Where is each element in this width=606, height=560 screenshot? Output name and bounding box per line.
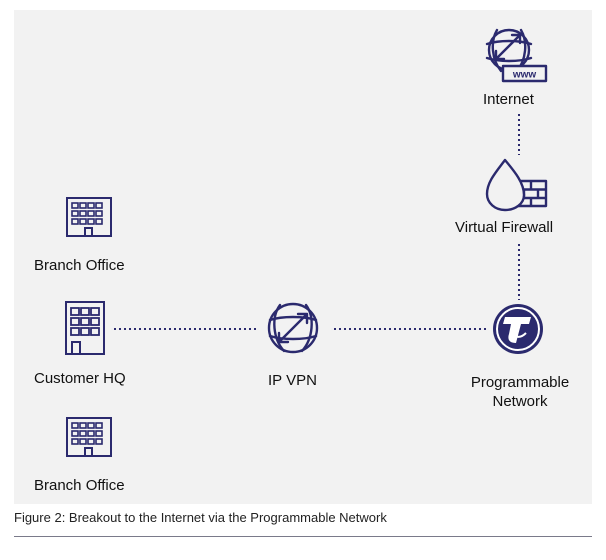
telstra-logo-icon (493, 304, 543, 354)
programmable-network-label-line2: Network (492, 393, 548, 410)
caption-rule (14, 536, 592, 537)
firewall-icon (485, 158, 548, 212)
customer-hq-label: Customer HQ (34, 370, 126, 387)
building-icon (66, 197, 112, 237)
connectors (114, 114, 520, 330)
programmable-network-label-line1: Programmable (470, 374, 570, 391)
programmable-network-label: Programmable Network (459, 374, 581, 410)
internet-label: Internet (483, 91, 534, 108)
svg-text:www: www (512, 70, 537, 81)
globe-icon (267, 302, 319, 354)
building-icon (65, 301, 105, 355)
branch-office-bottom-label: Branch Office (34, 477, 125, 494)
virtual-firewall-label: Virtual Firewall (455, 219, 554, 236)
figure-caption: Figure 2: Breakout to the Internet via t… (14, 510, 387, 525)
building-icon (66, 417, 112, 457)
globe-www-icon: www (485, 28, 548, 83)
ip-vpn-label: IP VPN (268, 372, 317, 389)
branch-office-top-label: Branch Office (34, 257, 125, 274)
